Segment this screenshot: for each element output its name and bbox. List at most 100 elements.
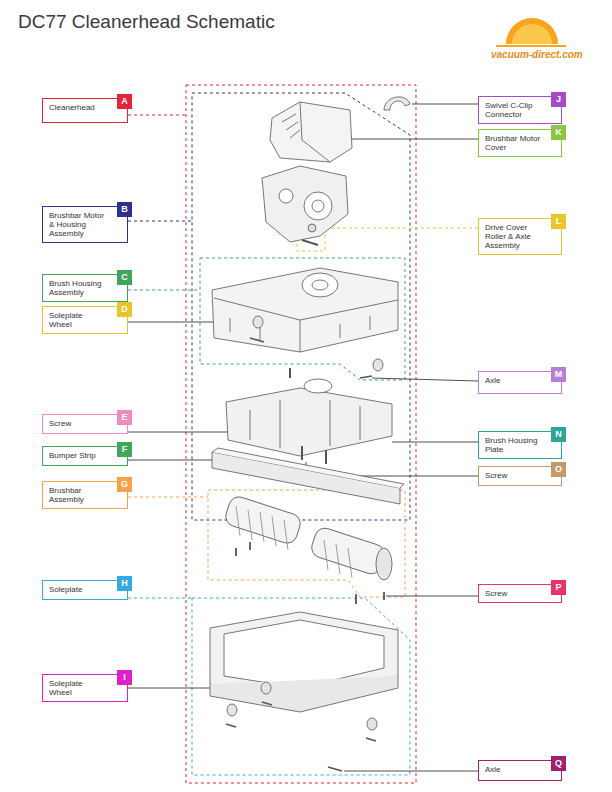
callout-box: ScrewP [478,584,562,603]
part-name: Brushbar Motor & Housing Assembly [43,207,127,242]
part-drawing [376,548,392,580]
callout-box: AxleM [478,371,562,394]
callout-letter-badge: G [117,477,132,492]
part-name: Cleanerhead [43,99,127,115]
part-drawing [279,189,293,203]
leader-line [386,596,478,597]
callout-letter-badge: E [117,410,132,425]
logo-sun [506,18,558,44]
callout-letter-badge: P [551,580,566,595]
callout-box: Bumper StripF [42,446,128,466]
part-drawing [261,682,271,694]
callout-letter: E [117,410,132,425]
leader-line [128,115,478,598]
part-drawing [328,767,342,771]
callout-letter: H [117,576,132,591]
part-drawing [302,240,318,245]
part-drawing [366,738,376,741]
part-drawing [302,446,326,464]
leader-line [128,290,200,291]
part-drawing [227,704,237,716]
part-drawing [223,494,303,545]
part-drawing [300,102,330,162]
callout-letter: C [117,270,132,285]
callout-letter: I [117,670,132,685]
part-drawing [230,316,370,340]
part-name: Soleplate Wheel [43,675,127,700]
callout-letter-badge: O [551,462,566,477]
part-drawing [262,702,272,705]
callout-letter: O [551,462,566,477]
leader-line [128,497,208,498]
part-name: Swivel C-Clip Connector [479,97,561,122]
part-drawing [226,724,236,727]
part-drawing [360,376,372,378]
part-drawing [236,542,384,604]
leader-line [128,221,192,222]
part-name: Soleplate Wheel [43,307,127,332]
callout-box: Brushbar AssemblyG [42,481,128,509]
part-drawing [304,192,332,220]
part-drawing [236,506,288,550]
part-drawing [300,320,301,352]
part-drawing [312,200,324,212]
group-outline [208,490,405,597]
part-name: Brushbar Assembly [43,482,127,507]
logo-sun [512,24,552,44]
callout-box: Soleplate WheelI [42,674,128,702]
callout-letter: M [551,367,566,382]
callout-letter: B [117,202,132,217]
callout-letter-badge: M [551,367,566,382]
group-outline [200,258,405,380]
part-name: Axle [479,761,561,777]
part-name: Brushbar Motor Cover [479,130,561,155]
part-drawing [262,166,348,242]
part-name: Screw [43,415,127,431]
leader-line [336,139,478,140]
callout-letter-badge: H [117,576,132,591]
callout-letter: A [117,94,132,109]
leader-line [344,771,478,772]
logo-sun [496,18,566,46]
logo-sun [496,45,566,47]
callout-letter-badge: A [117,94,132,109]
callout-letter: P [551,580,566,595]
callout-letter: G [117,477,132,492]
callout-box: Brushbar Motor & Housing AssemblyB [42,206,128,243]
logo-text: vacuum-direct.com [491,49,583,60]
part-drawing [212,268,398,352]
callout-letter: L [551,214,566,229]
part-name: Screw [479,467,561,483]
part-drawing [304,379,332,393]
callout-box: ScrewO [478,466,562,486]
page-title: DC77 Cleanerhead Schematic [18,11,275,33]
part-drawing [210,97,410,771]
callout-letter-badge: K [551,125,566,140]
part-drawing [367,718,377,730]
leader-line [128,115,186,116]
callout-box: Brush Housing PlateN [478,431,562,459]
part-drawing [282,114,300,138]
part-name: Brush Housing Assembly [43,275,127,300]
group-outline [186,85,416,783]
leader-line [128,460,212,461]
leader-line [412,104,478,105]
part-name: Soleplate [43,581,127,597]
part-drawing [270,102,352,162]
part-name: Axle [479,372,561,388]
part-drawing [384,97,410,110]
leader-line [392,442,478,443]
callout-letter: K [551,125,566,140]
part-name: Drive Cover Roller & Axle Assembly [479,219,561,254]
callout-box: ScrewE [42,414,128,434]
part-name: Brush Housing Plate [479,432,561,457]
callout-letter-badge: L [551,214,566,229]
leader-line [128,598,192,599]
callout-letter-badge: Q [551,756,566,771]
callout-letter: F [117,442,132,457]
part-drawing [226,388,392,456]
part-name: Bumper Strip [43,447,127,463]
callout-box: CleanerheadA [42,98,128,123]
part-drawing [210,676,398,712]
